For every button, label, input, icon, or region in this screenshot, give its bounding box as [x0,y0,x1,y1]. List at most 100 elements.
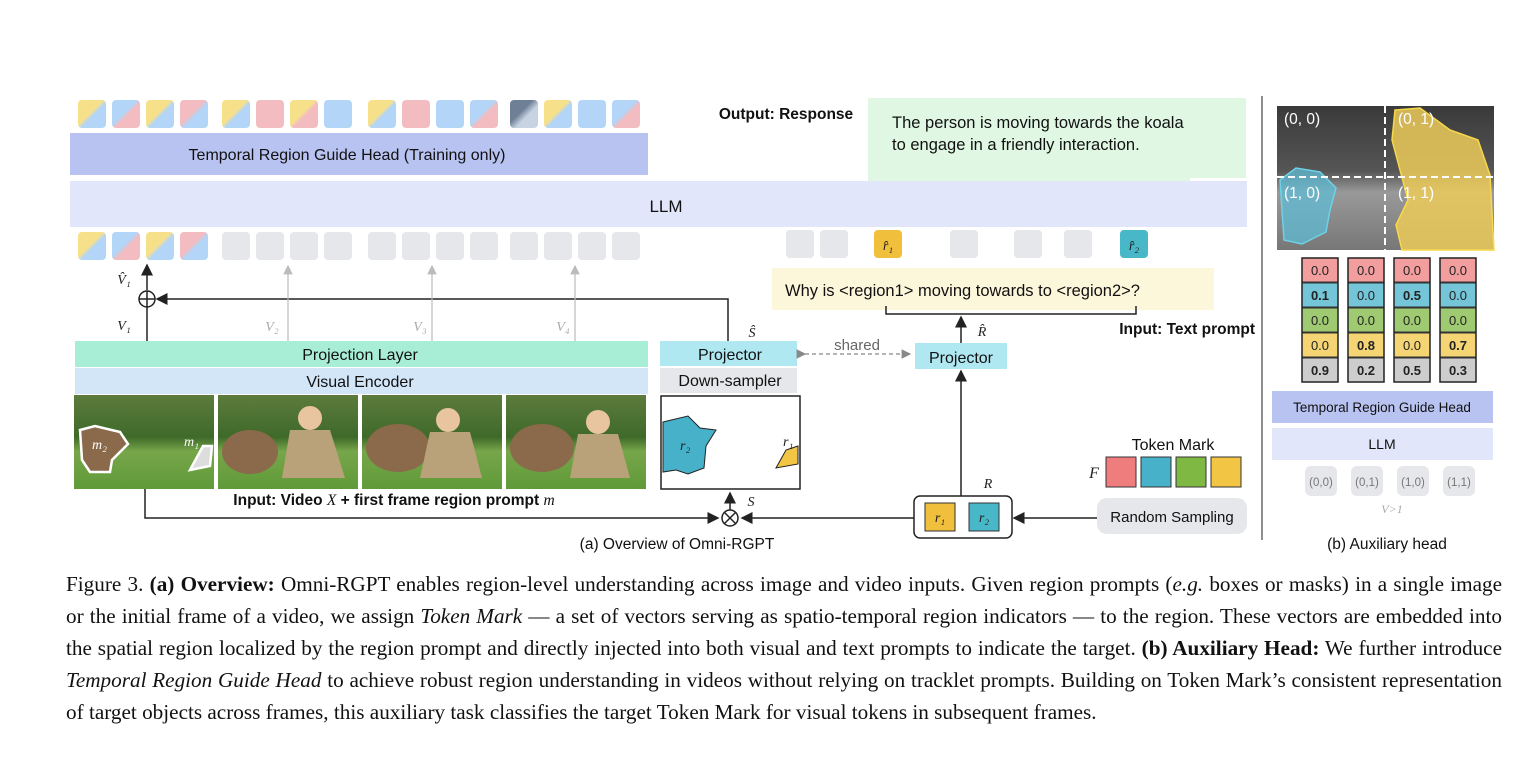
v1hat-symbol: V̂₁ [117,272,130,288]
aux-table-value: 0.5 [1403,288,1421,303]
region2-hat-token [1120,230,1148,258]
aux-table-cell [1347,332,1385,358]
token-mark-label: Token Mark [1132,437,1216,454]
down-sampler-label: Down-sampler [678,373,782,390]
output-response-label: Output: Response [719,106,854,123]
aux-table-value: 0.5 [1403,363,1421,378]
video-frame-4 [506,395,646,489]
aux-table-value: 0.3 [1449,363,1467,378]
m1-symbol: m₁ [184,435,199,450]
region1-hat-symbol: r̂₁ [883,239,893,254]
video-frame-2 [218,395,358,489]
projection-layer-label: Projection Layer [302,347,418,364]
aux-table-value: 0.0 [1311,338,1329,353]
aux-table-value: 0.0 [1357,313,1375,328]
r2-token-symbol: r₂ [979,511,989,526]
r1-mask-symbol: r₁ [783,435,793,450]
input-text-prompt-label: Input: Text prompt [1119,321,1255,338]
aux-table-cell [1347,257,1385,283]
caption-a-title: (a) Overview: [149,572,275,596]
aux-table-column [1301,257,1339,383]
video-frame-1: m₂ m₁ [74,395,214,489]
aux-temporal-region-guide-head [1272,391,1493,423]
aux-table-value: 0.0 [1449,263,1467,278]
caption-eg: e.g. [1172,572,1204,596]
r2-mask-symbol: r₂ [680,439,690,454]
aux-token-label-0-0: (0,0) [1309,477,1333,489]
response-bubble [868,98,1246,181]
v4-symbol: V₄ [556,320,570,335]
projector-left [660,341,797,366]
aux-llm-bar [1272,428,1493,460]
aux-table-cell [1301,282,1339,308]
caption-b-text-2: to achieve robust region understanding i… [66,668,1502,724]
quadrant-0-1: (0, 1) [1398,111,1434,128]
text-prompt: Why is <region1> moving towards to <regi… [785,282,1140,300]
aux-table-value: 0.0 [1311,313,1329,328]
response-line-2: to engage in a friendly interaction. [892,136,1140,154]
aux-token-label-0-1: (0,1) [1355,477,1379,489]
aux-table-cell [1301,307,1339,333]
aux-table-column [1393,257,1431,383]
figure-3-diagram: Temporal Region Guide Head (Training onl… [70,96,1495,553]
caption-prefix: Figure 3. [66,572,150,596]
input-token-row [78,230,1092,260]
aux-token-0-1 [1351,466,1383,496]
aux-table-value: 0.0 [1357,263,1375,278]
aux-table-value: 0.7 [1449,338,1467,353]
random-sampling-label: Random Sampling [1110,509,1233,526]
video-to-multiply-line [144,489,720,524]
shat-to-add-arrow [155,293,729,341]
visual-encoder [75,368,648,394]
llm-label: LLM [649,197,682,216]
projector-left-label: Projector [698,347,763,364]
response-line-1: The person is moving towards the koala [892,114,1184,132]
down-sampler [660,368,797,393]
video-input-label: Input: Video X + first frame region prom… [233,492,554,509]
output-token-row [78,100,640,128]
shat-symbol: Ŝ [749,324,756,341]
v2-symbol: V₂ [265,320,279,335]
projector-right-label: Projector [929,350,994,367]
token-mark-green [1175,456,1207,488]
aux-llm-label: LLM [1368,436,1395,452]
projector-right [915,343,1007,369]
aux-table-value: 0.0 [1403,338,1421,353]
caption-b-text-1: We further introduce [1319,636,1502,660]
region-1-mask [775,445,799,469]
f-symbol: F [1088,465,1099,482]
caption-a-text-3: — a set of vectors serving as spatio-tem… [66,604,1502,660]
aux-table-value: 0.0 [1449,313,1467,328]
vgt1-symbol: V>1 [1381,502,1402,516]
quadrant-1-1: (1, 1) [1398,185,1434,202]
caption-b: (b) Auxiliary head [1327,536,1447,553]
aux-head-label: Temporal Region Guide Head [1293,400,1471,415]
caption-b-title: (b) Auxiliary Head: [1141,636,1320,660]
aux-token-1-0 [1397,466,1429,496]
random-sampling-box [1097,498,1247,534]
text-prompt-bracket [885,306,1137,315]
aux-table-value: 0.0 [1311,263,1329,278]
aux-token-label-1-1: (1,1) [1447,477,1471,489]
caption-token-mark: Token Mark [420,604,523,628]
r1-token-symbol: r₁ [935,511,945,526]
region1-hat-token [874,230,902,258]
token-mark-yellow [1210,456,1242,488]
projection-layer [75,341,648,367]
r2-token [968,502,1000,532]
llm-bar [70,181,1247,227]
r1-token [924,502,956,532]
v1-symbol: V₁ [117,319,130,334]
caption-a-text-1: Omni-RGPT enables region-level understan… [274,572,1173,596]
aux-table-column [1439,257,1477,383]
aux-table-cell [1393,357,1431,383]
aux-table-cell [1347,307,1385,333]
text-prompt-bubble [772,268,1214,310]
aux-table-column [1347,257,1385,383]
visual-encoder-label: Visual Encoder [306,374,414,391]
aux-token-label-1-0: (1,0) [1401,477,1425,489]
shared-label: shared [834,337,880,354]
aux-table-cell [1439,282,1477,308]
temporal-region-guide-head-label: Temporal Region Guide Head (Training onl… [189,147,506,164]
